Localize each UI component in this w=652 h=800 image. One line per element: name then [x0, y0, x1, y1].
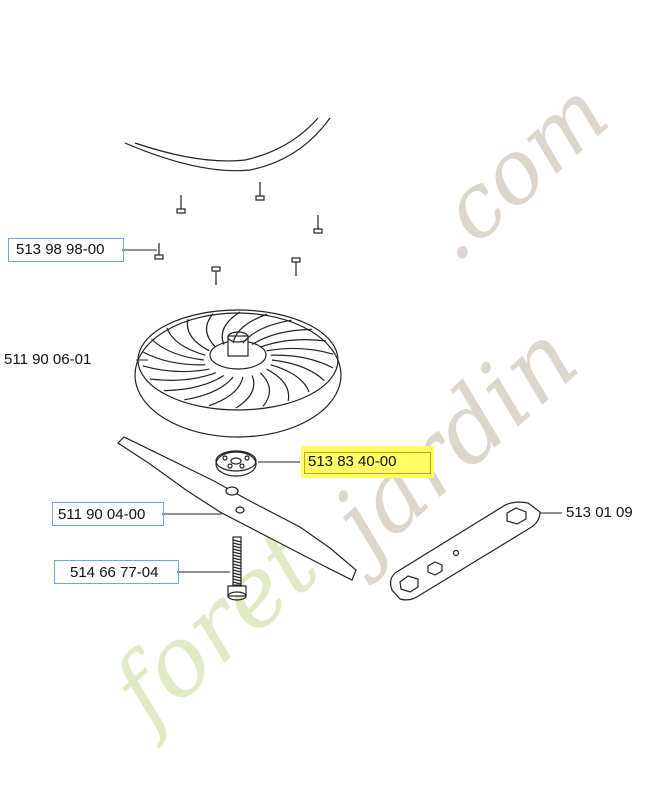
bolt-thread — [232, 542, 242, 546]
bolt-thread — [232, 578, 242, 582]
fan-blade — [221, 311, 241, 345]
part-number-bolt[interactable]: 514 66 77-04 — [70, 564, 159, 581]
bolt-thread — [232, 548, 242, 552]
leader-lines — [122, 249, 562, 573]
bolt-thread — [232, 557, 242, 561]
bolt-thread — [232, 569, 242, 573]
bolt-thread — [232, 572, 242, 576]
screw — [176, 195, 186, 214]
fan-blades — [142, 311, 334, 409]
bolt-thread — [232, 581, 242, 585]
screw — [255, 182, 265, 201]
bolt-thread — [232, 563, 242, 567]
label-box-blade — [52, 502, 164, 526]
fan-blade — [143, 351, 206, 366]
bolt-thread — [232, 539, 242, 543]
bolt-thread — [232, 545, 242, 549]
blade-adapter — [215, 450, 257, 477]
label-box-bolt — [54, 560, 179, 584]
highlight-adapter-frame — [304, 452, 431, 474]
bolt-thread — [232, 575, 242, 579]
fan-blade — [166, 327, 206, 356]
bolt-thread — [232, 554, 242, 558]
label-box-screw — [8, 238, 124, 262]
bolt — [227, 536, 247, 601]
part-number-wrench[interactable]: 513 01 09 — [566, 504, 633, 521]
screw — [211, 266, 221, 285]
fan-blade — [266, 368, 290, 402]
fan-blade — [271, 359, 325, 382]
wrench — [389, 501, 541, 601]
fan-blade — [242, 319, 292, 344]
fan-blade — [149, 372, 216, 381]
fan-blade — [266, 347, 334, 355]
fan-blade — [270, 364, 310, 393]
bolt-thread — [232, 560, 242, 564]
fan-blade — [260, 339, 327, 348]
screw-group — [154, 182, 323, 285]
fan-blade — [186, 318, 210, 352]
part-number-adapter[interactable]: 513 83 40-00 — [308, 453, 397, 470]
fan-blade — [151, 338, 205, 361]
fan-blade — [235, 375, 255, 409]
fan-blade — [251, 328, 312, 346]
screw — [291, 257, 301, 276]
fan-blade — [208, 376, 244, 407]
fan-blade — [259, 372, 271, 407]
bolt-thread — [232, 551, 242, 555]
fan — [134, 309, 342, 438]
fan-blade — [184, 376, 234, 401]
fan-blade — [232, 313, 268, 344]
screw — [154, 243, 164, 260]
highlight-adapter — [301, 446, 434, 478]
screw — [313, 215, 323, 234]
bolt-thread — [232, 566, 242, 570]
fan-blade — [270, 354, 333, 369]
fan-blade — [205, 313, 217, 348]
part-number-blade[interactable]: 511 90 04-00 — [58, 506, 146, 523]
deck-housing — [124, 117, 331, 172]
fan-blade — [164, 374, 225, 392]
part-number-fan[interactable]: 511 90 06-01 — [4, 351, 92, 368]
blade — [117, 436, 357, 581]
part-number-screw[interactable]: 513 98 98-00 — [16, 241, 105, 258]
fan-blade — [142, 365, 210, 373]
